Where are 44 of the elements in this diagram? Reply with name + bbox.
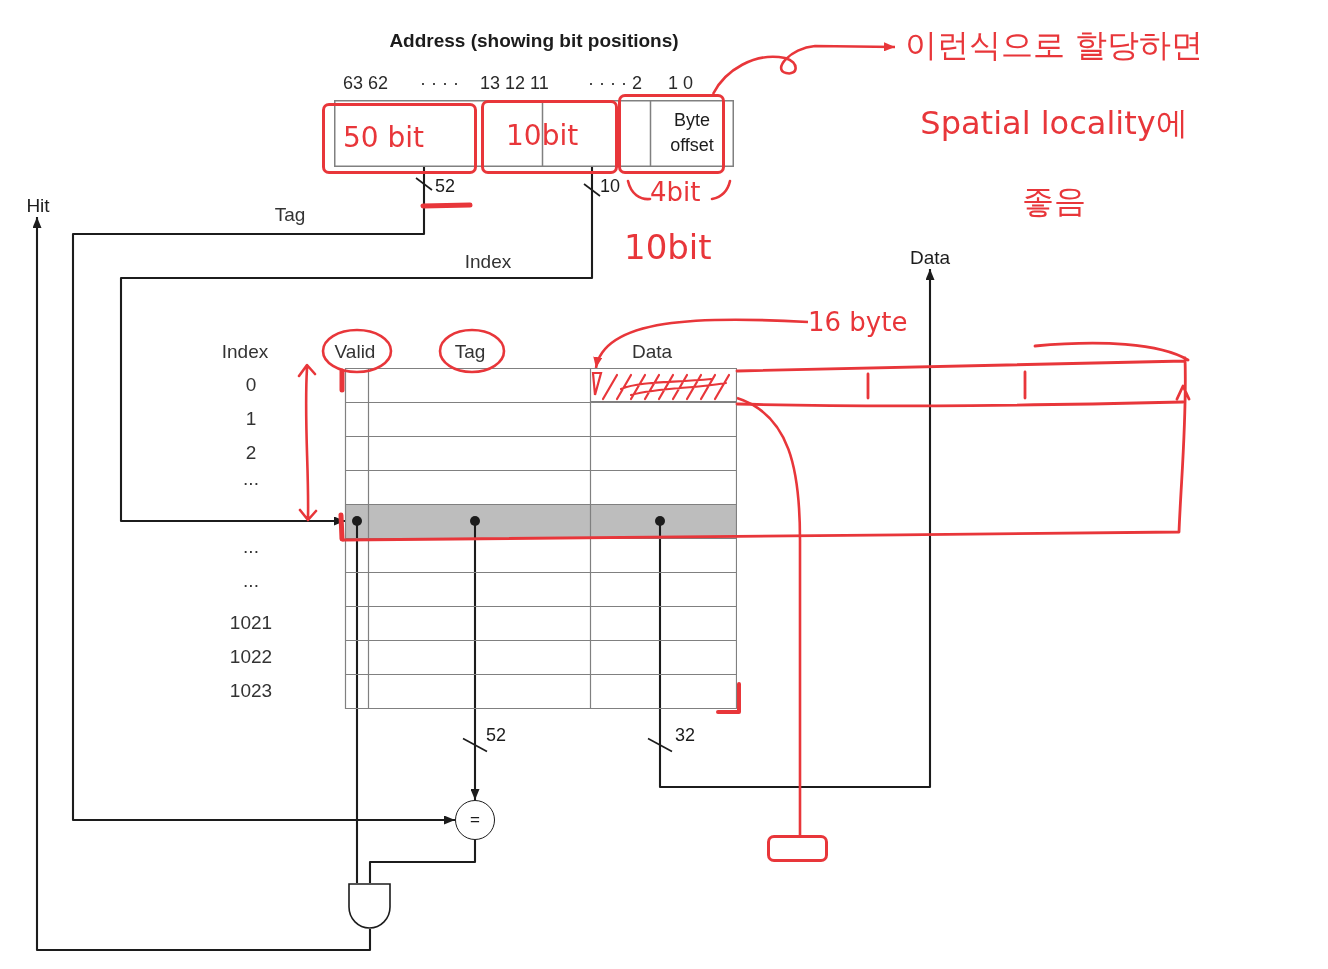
column-header: Valid xyxy=(334,341,376,363)
arrow xyxy=(711,42,895,95)
annotation-box xyxy=(767,835,828,862)
bus-width: 52 xyxy=(486,724,507,746)
bus-width: 10 xyxy=(600,175,621,197)
handwritten-note: 이런식으로 할당하면 Spatial locality에 좋음 xyxy=(895,6,1213,242)
comparator-circle: = xyxy=(455,800,495,840)
annotation-box: 50 bit xyxy=(322,103,477,174)
bus-width: 32 xyxy=(675,724,696,746)
arrow xyxy=(594,318,809,369)
row-index: ... xyxy=(243,536,259,558)
row-index: 1023 xyxy=(229,680,273,702)
bit-position: 1 0 xyxy=(668,72,694,94)
row-index: 1021 xyxy=(229,612,273,634)
row-index: 2 xyxy=(245,442,257,464)
line xyxy=(736,396,802,835)
bus-width: 52 xyxy=(435,175,456,197)
arrow xyxy=(658,269,935,789)
bit-position: · · · · 2 xyxy=(588,72,642,94)
arrow xyxy=(71,167,455,825)
arrow xyxy=(32,217,372,952)
annotation-box xyxy=(618,94,725,174)
and-gate xyxy=(348,883,391,929)
handwritten-note: 16 byte xyxy=(808,302,914,342)
bit-position: 13 12 11 xyxy=(480,72,549,94)
line xyxy=(368,840,477,883)
row-index: ... xyxy=(243,468,259,490)
bit-position: · · · · xyxy=(420,72,459,94)
handwritten-note: 4bit xyxy=(650,176,701,208)
arrow xyxy=(119,167,594,526)
bit-position: 63 62 xyxy=(343,72,389,94)
row-index: ... xyxy=(243,570,259,592)
row-index: 1 xyxy=(245,408,257,430)
heading: Address (showing bit positions) xyxy=(389,30,679,52)
arrow xyxy=(470,538,480,800)
row-index: 0 xyxy=(245,374,257,396)
column-header: Index xyxy=(221,341,269,363)
line xyxy=(355,538,359,883)
handwritten-note: 10bit xyxy=(624,226,712,268)
column-header: Data xyxy=(631,341,673,363)
row-index: 1022 xyxy=(229,646,273,668)
signal-label: Hit xyxy=(22,195,54,217)
column-header: Tag xyxy=(454,341,486,363)
signal-label: Data xyxy=(906,247,954,269)
